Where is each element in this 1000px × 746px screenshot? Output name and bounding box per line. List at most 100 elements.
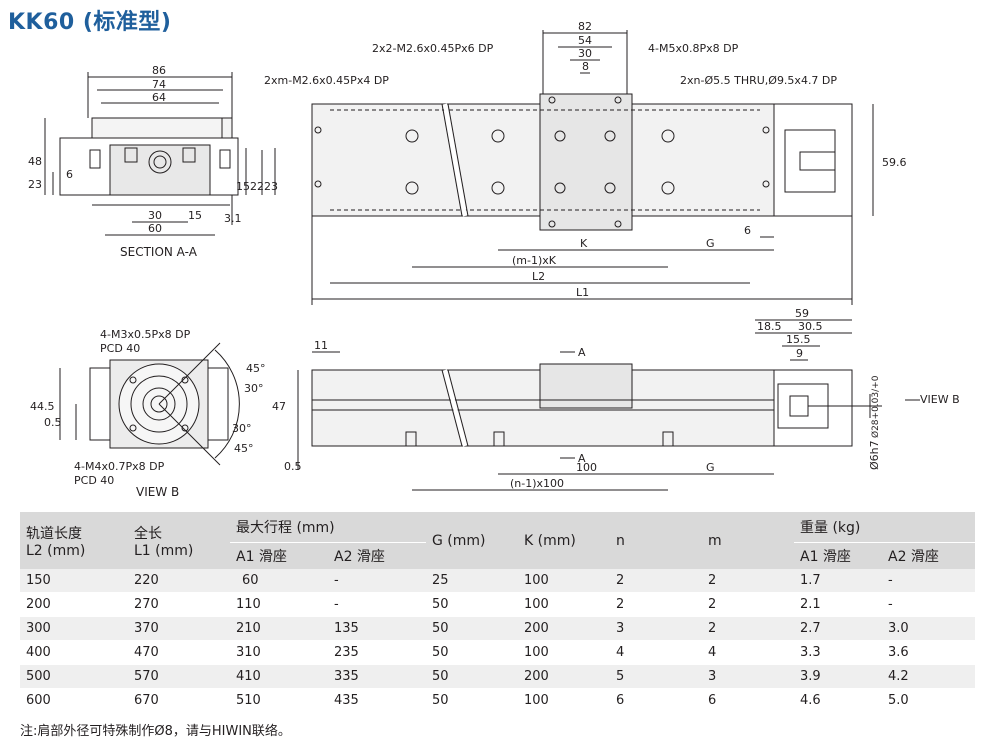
col-stroke: 最大行程 (mm) bbox=[230, 512, 426, 543]
cell: 3 bbox=[702, 664, 794, 689]
dim-6: 6 bbox=[744, 224, 751, 237]
cell: 150 bbox=[20, 569, 128, 593]
cell: 310 bbox=[230, 640, 328, 665]
section-marker-top: A bbox=[578, 346, 586, 359]
cell: 210 bbox=[230, 616, 328, 641]
col-stroke-a2: A2 滑座 bbox=[328, 542, 426, 569]
cell: 2 bbox=[702, 569, 794, 593]
note-4-m5: 4-M5x0.8Px8 DP bbox=[648, 42, 739, 55]
col-k: K (mm) bbox=[518, 512, 610, 569]
dim-100: 100 bbox=[576, 461, 597, 474]
cell: 200 bbox=[518, 664, 610, 689]
col-weight: 重量 (kg) bbox=[794, 512, 975, 543]
section-marker-bottom: A bbox=[578, 452, 586, 465]
cell: 4 bbox=[702, 640, 794, 665]
dim-44-5: 44.5 bbox=[30, 400, 55, 413]
dim-59-6: 59.6 bbox=[882, 156, 907, 169]
section-view: 86 74 64 48 23 6 15 22 23 30 15 60 3.1 S… bbox=[28, 64, 278, 259]
side-view: 11 47 0.5 100 G (n-1)x100 59 18.5 30.5 1… bbox=[272, 307, 960, 491]
dim-22: 22 bbox=[250, 180, 264, 193]
cell: 50 bbox=[426, 592, 518, 617]
cell: 235 bbox=[328, 640, 426, 665]
cell: 2 bbox=[702, 592, 794, 617]
col-l2-line2: L2 (mm) bbox=[26, 542, 86, 559]
note-pcd40-bottom: PCD 40 bbox=[74, 474, 114, 487]
dim-15-5: 15.5 bbox=[786, 333, 811, 346]
note-2x2-m2-6: 2x2-M2.6x0.45Px6 DP bbox=[372, 42, 494, 55]
cell: 5.0 bbox=[882, 688, 975, 713]
technical-drawing: 86 74 64 48 23 6 15 22 23 30 15 60 3.1 S… bbox=[28, 20, 960, 499]
dim-30: 30 bbox=[578, 47, 592, 60]
cell: 4 bbox=[610, 640, 702, 665]
view-b-label: VIEW B bbox=[136, 485, 179, 499]
dim-k: K bbox=[580, 237, 588, 250]
col-l1: 全长 L1 (mm) bbox=[128, 512, 230, 569]
cell: 2.7 bbox=[794, 616, 882, 641]
dim-54: 54 bbox=[578, 34, 592, 47]
dim-9: 9 bbox=[796, 347, 803, 360]
dim-47: 47 bbox=[272, 400, 286, 413]
col-weight-a1: A1 滑座 bbox=[794, 542, 882, 569]
dim-g: G bbox=[706, 237, 715, 250]
col-stroke-a1: A1 滑座 bbox=[230, 542, 328, 569]
dim-48: 48 bbox=[28, 155, 42, 168]
cell: 400 bbox=[20, 640, 128, 665]
cell: 3.6 bbox=[882, 640, 975, 665]
cell: 6 bbox=[702, 688, 794, 713]
dim-15-bottom: 15 bbox=[188, 209, 202, 222]
cell: 200 bbox=[518, 616, 610, 641]
angle-45-bottom: 45° bbox=[234, 442, 254, 455]
cell: 135 bbox=[328, 616, 426, 641]
dim-m1k: (m-1)xK bbox=[512, 254, 557, 267]
cell: 670 bbox=[128, 688, 230, 713]
spec-table: 轨道长度 L2 (mm) 全长 L1 (mm) 最大行程 (mm) G (mm)… bbox=[20, 512, 975, 713]
cell: 50 bbox=[426, 616, 518, 641]
dim-l2: L2 bbox=[532, 270, 545, 283]
dim-6: 6 bbox=[66, 168, 73, 181]
cell: 370 bbox=[128, 616, 230, 641]
angle-30-top: 30° bbox=[244, 382, 264, 395]
cell: 2 bbox=[702, 616, 794, 641]
cell: 220 bbox=[128, 569, 230, 593]
cell: 470 bbox=[128, 640, 230, 665]
cell: 3.9 bbox=[794, 664, 882, 689]
cell: 60 bbox=[230, 569, 328, 593]
note-2xn-5-5: 2xn-Ø5.5 THRU,Ø9.5x4.7 DP bbox=[680, 74, 837, 87]
cell: - bbox=[882, 569, 975, 593]
cell: 2.1 bbox=[794, 592, 882, 617]
cell: 500 bbox=[20, 664, 128, 689]
cell: 50 bbox=[426, 640, 518, 665]
view-b: 4-M3x0.5Px8 DP PCD 40 4-M4x0.7Px8 DP PCD… bbox=[30, 328, 266, 499]
col-l2-line1: 轨道长度 bbox=[26, 525, 82, 542]
cell: 4.6 bbox=[794, 688, 882, 713]
dim-18-5: 18.5 bbox=[757, 320, 782, 333]
section-label: SECTION A-A bbox=[120, 245, 198, 259]
dim-l1: L1 bbox=[576, 286, 589, 299]
view-b-arrow-label: VIEW B bbox=[920, 393, 960, 406]
cell: 3.0 bbox=[882, 616, 975, 641]
cell: 435 bbox=[328, 688, 426, 713]
cell: 110 bbox=[230, 592, 328, 617]
dim-30: 30 bbox=[148, 209, 162, 222]
cell: 25 bbox=[426, 569, 518, 593]
cell: 200 bbox=[20, 592, 128, 617]
dim-28: Ø28+0.03/+0 bbox=[870, 375, 881, 438]
cell: - bbox=[328, 592, 426, 617]
cell: 570 bbox=[128, 664, 230, 689]
dim-82: 82 bbox=[578, 20, 592, 33]
cell: 2 bbox=[610, 569, 702, 593]
cell: 100 bbox=[518, 569, 610, 593]
dim-23-right: 23 bbox=[264, 180, 278, 193]
cell: 2 bbox=[610, 592, 702, 617]
note-4-m4: 4-M4x0.7Px8 DP bbox=[74, 460, 165, 473]
cell: 6 bbox=[610, 688, 702, 713]
cell: 335 bbox=[328, 664, 426, 689]
col-l1-line2: L1 (mm) bbox=[134, 542, 194, 559]
dim-g-side: G bbox=[706, 461, 715, 474]
cell: 3.3 bbox=[794, 640, 882, 665]
dim-0-5: 0.5 bbox=[284, 460, 302, 473]
